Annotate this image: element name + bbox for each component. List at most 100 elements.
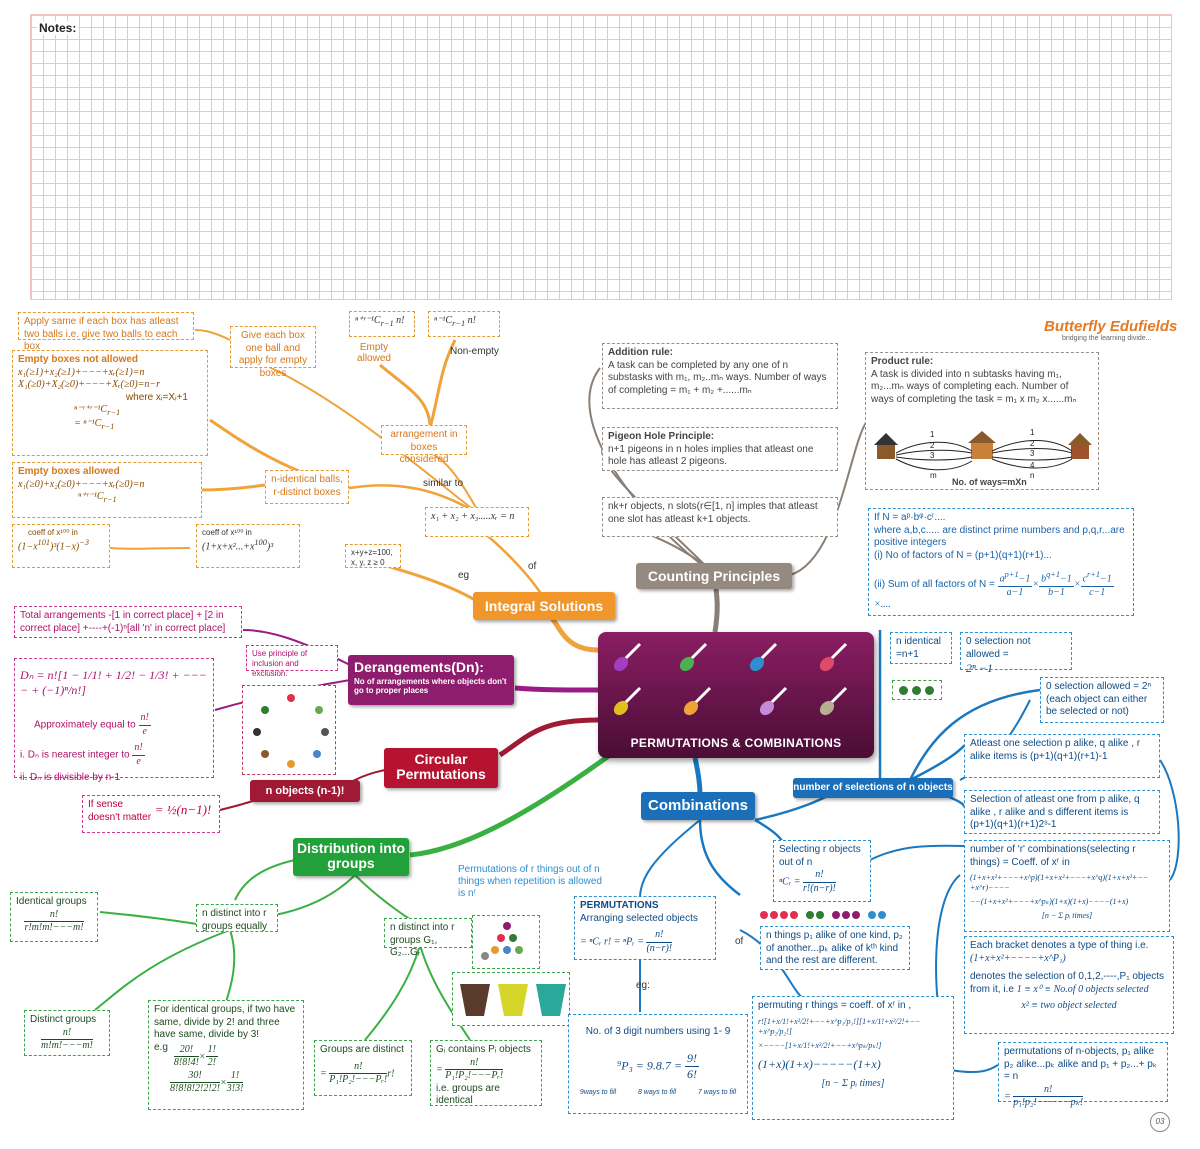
factors-line-2: where a,b,c..... are distinct prime numb… bbox=[874, 524, 1125, 549]
ways-8-label: 8 ways to fill bbox=[637, 1089, 677, 1096]
perm-n-objects-text: permutations of n-objects, p₁ alike p₂ a… bbox=[1004, 1046, 1158, 1082]
gi-contains-formula: = n!P₁!P₂!−−−Pᵣ! bbox=[436, 1056, 504, 1081]
permuting-r-expr1: r![1+x/1!+x²/2!+−−+x^p₁/p₁!][1+x/1!+x²/2… bbox=[758, 1016, 921, 1036]
zero-not-allowed-box: 0 selection not allowed = 2ⁿ −1 bbox=[960, 632, 1072, 675]
non-empty-formula: ⁿ⁻¹Cr−1 n! bbox=[434, 315, 476, 328]
brand-tagline: bridging the learning divide... bbox=[1062, 335, 1152, 342]
node-number-of-selections[interactable]: number of selections of n objects bbox=[793, 778, 953, 798]
where-x-text: where xᵢ=Xᵢ+1 bbox=[125, 391, 188, 403]
empty-allowed-eq2: ⁿ⁺ʳ⁻¹Cr−1 bbox=[78, 491, 117, 504]
distinct-groups-box: Distinct groups n!m!m!−−−m! bbox=[24, 1010, 110, 1056]
notes-label: Notes: bbox=[37, 21, 79, 35]
selecting-r-text: Selecting r objects out of n bbox=[779, 844, 861, 868]
distinct-groups-title: Distinct groups bbox=[30, 1014, 97, 1025]
product-n-label: n bbox=[1030, 471, 1034, 479]
gi-contains-title: Gᵢ contains Pᵢ objects bbox=[436, 1044, 531, 1055]
factors-line-1: If N = aᵖ·bᵠ·cʳ.... bbox=[874, 512, 946, 523]
empty-allowed-label: Empty allowed bbox=[357, 342, 391, 364]
node-counting-principles[interactable]: Counting Principles bbox=[636, 563, 792, 589]
selecting-r-box: Selecting r objects out of n ⁿCᵣ = n!r!(… bbox=[773, 840, 871, 902]
svg-text:4: 4 bbox=[1030, 461, 1035, 470]
node-circular-permutations[interactable]: Circular Permutations bbox=[384, 748, 498, 788]
coeff-small-label: coeff of x¹⁰⁰ in bbox=[28, 528, 78, 537]
non-empty-formula-box: ⁿ⁻¹Cr−1 n! bbox=[428, 311, 500, 337]
svg-text:3: 3 bbox=[930, 451, 935, 460]
perm-n-objects-box: permutations of n-objects, p₁ alike p₂ a… bbox=[998, 1042, 1168, 1108]
product-rule-caption: No. of ways=mXn bbox=[952, 477, 1027, 487]
product-rule-body: A task is divided into n subtasks having… bbox=[871, 368, 1077, 405]
addition-rule-box: Addition rule: A task can be completed b… bbox=[602, 343, 838, 409]
node-combinations[interactable]: Combinations bbox=[641, 792, 755, 820]
groups-identical-text: i.e. groups are identical bbox=[436, 1082, 500, 1107]
empty-allowed-formula-box: ⁿ⁺ʳ⁻¹Cr−1 n! bbox=[349, 311, 415, 337]
three-digit-formula: ⁹P₃ = 9.8.7 = 9!6! bbox=[617, 1050, 699, 1081]
permuting-r-expr2: ×−−−−[1+x/1!+x²/2!+−−+x^pₖ/pₖ!] bbox=[758, 1040, 882, 1050]
buckets-box bbox=[452, 972, 570, 1026]
colored-dots-row bbox=[760, 911, 886, 919]
sum-equation-box: x₁ + x₂ + x₃.....xᵣ = n bbox=[425, 507, 529, 537]
permuting-r-text: permuting r things = coeff. of xʳ in , bbox=[758, 1000, 912, 1011]
combinations-of-label: of bbox=[735, 936, 744, 947]
guitar-icon bbox=[680, 682, 716, 718]
node-integral-solutions[interactable]: Integral Solutions bbox=[473, 592, 615, 620]
apply-same-box: Apply same if each box has atleast two b… bbox=[18, 312, 194, 352]
node-circular-subnode[interactable]: n objects (n-1)! bbox=[250, 780, 360, 802]
approx-text: Approximately equal to bbox=[34, 719, 136, 731]
pigeon-hole-box: Pigeon Hole Principle: n+1 pigeons in n … bbox=[602, 427, 838, 471]
no-of-0-text: No.of 0 objects selected bbox=[1053, 983, 1149, 995]
svg-text:1: 1 bbox=[930, 430, 935, 439]
denotes-expr: 1 ≡ x⁰ ≡ bbox=[1016, 983, 1054, 995]
derangements-title: Derangements(Dn): bbox=[354, 659, 484, 675]
example-formula-1: 20!8!8!4!×1!2! bbox=[173, 1043, 218, 1068]
notes-area[interactable]: Notes: bbox=[30, 14, 1172, 300]
non-empty-label: Non-empty bbox=[450, 346, 499, 357]
coeff-big-box: coeff of x¹⁰⁰ in (1+x+x²...+x100)³ bbox=[196, 524, 300, 568]
guitar-icon bbox=[816, 638, 852, 674]
ways-9-label: 9ways to fill bbox=[579, 1089, 617, 1096]
empty-not-allowed-eq1: x₁(≥1)+x₂(≥1)+−−−+xᵣ(≥1)=n bbox=[18, 366, 145, 378]
identical-groups-box: Identical groups n!r!m!m!−−−m! bbox=[10, 892, 98, 942]
permutations-formula: = ⁿCᵣ r! = ⁿPᵣ = n!(n−r)! bbox=[580, 929, 673, 954]
empty-not-allowed-eq4: = ⁿ⁻¹Cr−1 bbox=[74, 418, 115, 432]
node-derangements[interactable]: Derangements(Dn): No of arrangements whe… bbox=[348, 655, 514, 705]
nearest-fraction: n!e bbox=[132, 742, 145, 767]
guitar-icon bbox=[816, 682, 852, 718]
three-digit-box: No. of 3 digit numbers using 1- 9 ⁹P₃ = … bbox=[568, 1014, 748, 1114]
two-n-minus-1: 2ⁿ −1 bbox=[966, 661, 993, 675]
guitar-icon bbox=[610, 682, 646, 718]
svg-text:3: 3 bbox=[1030, 449, 1035, 458]
product-rule-box: Product rule: A task is divided into n s… bbox=[865, 352, 1099, 490]
svg-text:2: 2 bbox=[930, 441, 935, 450]
node-distribution-groups[interactable]: Distribution into groups bbox=[293, 838, 409, 876]
groups-distinct-formula: = n!P₁!P₂!−−−Pᵣ!r! bbox=[320, 1060, 395, 1086]
zero-not-allowed-text: 0 selection not allowed = bbox=[966, 636, 1031, 660]
r-combinations-box: number of 'r' combinations(selecting r t… bbox=[964, 840, 1170, 932]
derangements-desc: No of arrangements where objects don't g… bbox=[354, 677, 507, 695]
groups-distinct-box: Groups are distinct = n!P₁!P₂!−−−Pᵣ!r! bbox=[314, 1040, 412, 1096]
triangle-dots-box bbox=[472, 915, 540, 969]
empty-not-allowed-eq2: X₁(≥0)+X₂(≥0)+−−−+Xᵣ(≥0)=n−r bbox=[18, 379, 161, 390]
sum-equation: x₁ + x₂ + x₃.....xᵣ = n bbox=[431, 511, 515, 522]
r-combinations-expr2: −−(1+x+x²+−−−+x^pₖ)(1+x)(1+x)−−−−(1+x) bbox=[970, 897, 1129, 906]
central-topic: PERMUTATIONS & COMBINATIONS bbox=[598, 632, 874, 758]
coeff-small-expr: (1−x101)³(1−x)−3 bbox=[18, 538, 90, 553]
n-identical-box: n identical =n+1 bbox=[890, 632, 952, 664]
coeff-big-expr: (1+x+x²...+x100)³ bbox=[202, 538, 274, 553]
permutations-title: PERMUTATIONS bbox=[580, 900, 659, 911]
svg-text:2: 2 bbox=[1030, 439, 1035, 448]
permutations-box: PERMUTATIONS Arranging selected objects … bbox=[574, 896, 716, 960]
approx-fraction: n!e bbox=[138, 712, 151, 737]
buckets-icon bbox=[460, 984, 566, 1016]
sense-formula: = ½(n−1)! bbox=[154, 802, 212, 818]
atleast-one-box: Atleast one selection p alike, q alike ,… bbox=[964, 734, 1160, 778]
combinations-eg-label: eg: bbox=[636, 980, 650, 991]
identical-groups-title: Identical groups bbox=[16, 896, 87, 907]
similar-to-label: similar to bbox=[423, 478, 464, 489]
permuting-r-expr3: (1+x)(1+x)−−−−−(1+x) bbox=[758, 1056, 881, 1071]
empty-allowed-title: Empty boxes allowed bbox=[18, 466, 120, 477]
eg-condition-box: x+y+z=100, x, y, z ≥ 0 bbox=[345, 544, 401, 568]
empty-allowed-box: Empty boxes allowed x₁(≥0)+x₂(≥0)+−−−+xᵣ… bbox=[12, 462, 202, 518]
sense-text: If sense doesn't matter bbox=[88, 799, 152, 823]
atleast-one-from-box: Selection of atleast one from p alike, q… bbox=[964, 790, 1160, 834]
